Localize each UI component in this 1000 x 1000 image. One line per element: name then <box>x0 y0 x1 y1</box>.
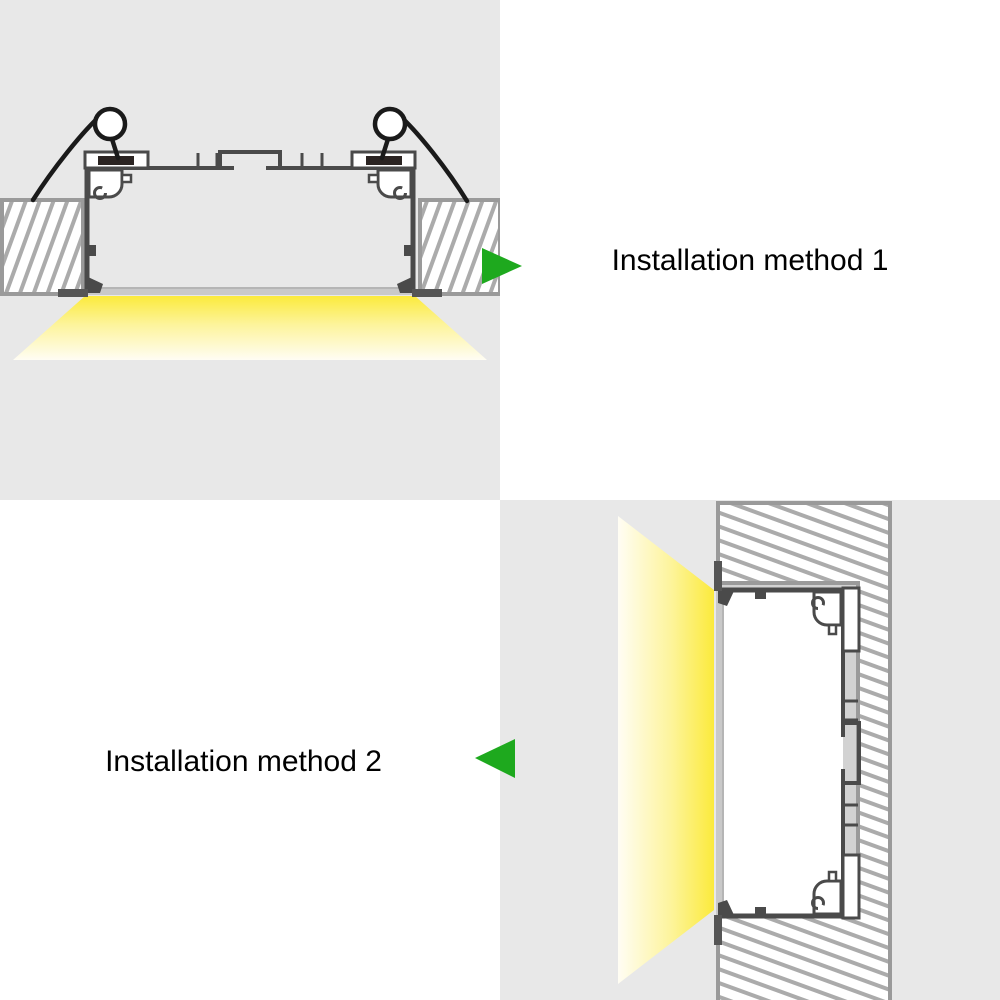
led-profile-cross-section <box>58 152 442 297</box>
clip-plate-right <box>366 156 402 165</box>
ceiling-board-right <box>418 198 500 296</box>
caption-installation-method-2: Installation method 2 <box>105 745 382 778</box>
light-beam-left <box>618 516 714 984</box>
diagram-recessed-ceiling-mount <box>0 106 500 360</box>
spring-coil-left <box>92 106 128 142</box>
light-beam-down <box>13 296 487 360</box>
panel-installation-method-1 <box>0 0 500 500</box>
spring-clip-stems <box>109 136 391 161</box>
green-arrow-left-icon <box>475 739 515 778</box>
diagram-wall-recess-mount <box>618 501 892 1000</box>
panel-installation-method-2 <box>500 500 1000 1000</box>
ceiling-board-left <box>0 198 85 296</box>
caption-installation-method-1: Installation method 1 <box>611 244 889 277</box>
green-arrow-right-icon <box>482 248 522 284</box>
clip-plate-left <box>98 156 134 165</box>
spring-coil-right <box>372 106 408 142</box>
profile-interior <box>720 591 843 915</box>
